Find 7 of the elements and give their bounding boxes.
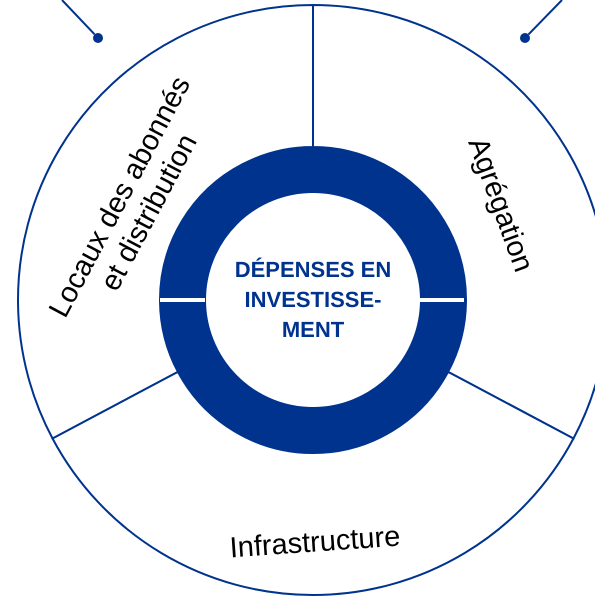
leader-dot [520, 33, 530, 43]
leader-line [528, 0, 563, 36]
leader-dot [93, 33, 103, 43]
segment-label: Infrastructure [228, 520, 402, 566]
center-label: DÉPENSES EN INVESTISSE- MENT [234, 256, 392, 344]
leader-line [61, 0, 96, 36]
ring-segment [52, 370, 574, 596]
